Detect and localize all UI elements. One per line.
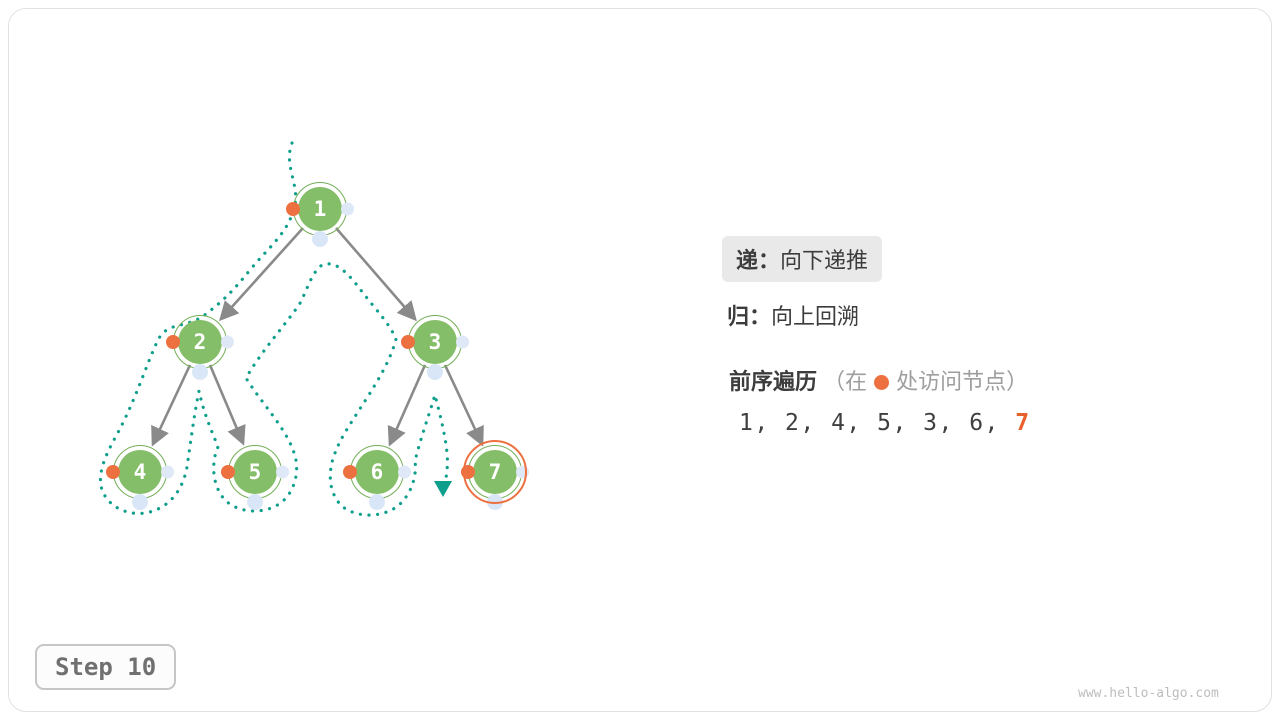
- tree-node-3: 3: [401, 315, 469, 380]
- traversal-note-open: （在: [823, 369, 868, 394]
- node-label: 1: [313, 197, 327, 221]
- legend-backtrack-term: 归：: [727, 304, 772, 329]
- legend-backtrack: 归：向上回溯: [727, 299, 859, 331]
- preorder-visit-dot: [286, 202, 300, 216]
- sequence-current: 7: [1015, 410, 1031, 436]
- inorder-dot: [221, 335, 234, 349]
- watermark: www.hello-algo.com: [1078, 686, 1219, 701]
- node-circle: 5: [233, 450, 277, 494]
- preorder-visit-dot: [343, 465, 357, 479]
- traversal-note-close: 处访问节点）: [896, 369, 1029, 394]
- inorder-dot: [341, 202, 354, 216]
- tree-node-1: 1: [286, 182, 354, 247]
- inorder-dot: [161, 465, 174, 479]
- tree-node-5: 5: [221, 445, 289, 510]
- preorder-visit-dot: [106, 465, 120, 479]
- visit-dot-icon: [874, 375, 890, 390]
- postorder-dot: [132, 494, 148, 510]
- inorder-dot: [456, 335, 469, 349]
- node-label: 4: [133, 460, 147, 484]
- step-badge: Step 10: [35, 644, 177, 690]
- tree-node-6: 6: [343, 445, 411, 510]
- sequence-visited: 1, 2, 4, 5, 3, 6,: [739, 410, 1016, 436]
- preorder-visit-dot: [221, 465, 235, 479]
- inorder-dot: [276, 465, 289, 479]
- node-circle: 6: [355, 450, 399, 494]
- node-circle: 1: [298, 187, 342, 231]
- postorder-dot: [247, 494, 263, 510]
- tree-node-4: 4: [106, 445, 174, 510]
- node-label: 2: [193, 330, 207, 354]
- legend-recurse-term: 递：: [736, 248, 781, 273]
- postorder-dot: [369, 494, 385, 510]
- tree-node-2: 2: [166, 315, 234, 380]
- node-label: 3: [428, 330, 442, 354]
- node-label: 6: [370, 460, 384, 484]
- inorder-dot: [398, 465, 411, 479]
- node-label: 5: [248, 460, 262, 484]
- legend-recurse: 递：向下递推: [722, 236, 883, 282]
- postorder-dot: [312, 231, 328, 247]
- legend-recurse-desc: 向下递推: [780, 248, 869, 273]
- tree-node-7-current: 7: [461, 440, 529, 510]
- legend-backtrack-desc: 向上回溯: [771, 304, 860, 329]
- current-node-highlight-ring: [463, 440, 527, 504]
- traversal-sequence: 1, 2, 4, 5, 3, 6, 7: [739, 410, 1031, 436]
- node-circle: 3: [413, 320, 457, 364]
- node-circle: 4: [118, 450, 162, 494]
- traversal-title: 前序遍历: [729, 369, 818, 394]
- node-circle: 2: [178, 320, 222, 364]
- legend-traversal: 前序遍历 （在 处访问节点）: [729, 364, 1028, 396]
- postorder-dot: [427, 364, 443, 380]
- postorder-dot: [192, 364, 208, 380]
- preorder-visit-dot: [166, 335, 180, 349]
- preorder-visit-dot: [401, 335, 415, 349]
